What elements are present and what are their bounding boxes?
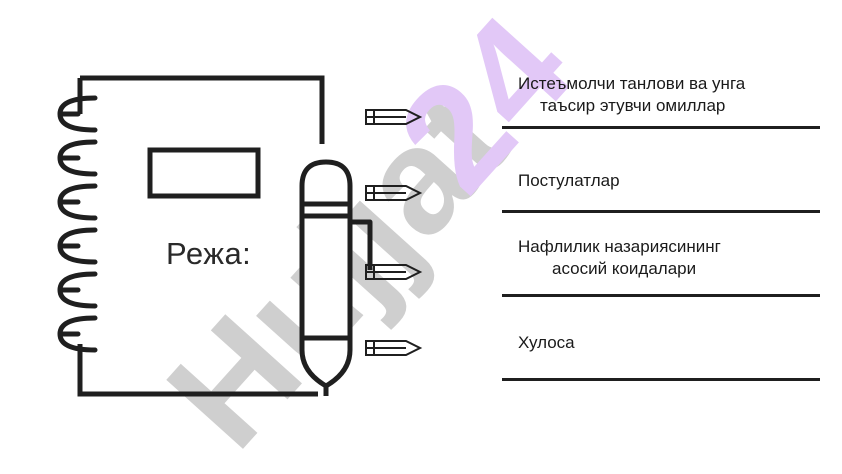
plan-item-3-underline xyxy=(502,294,820,297)
plan-item-2-underline xyxy=(502,210,820,213)
plan-item-4-line-1: Хулоса xyxy=(518,333,575,352)
plan-item-2: Постулатлар xyxy=(518,170,818,192)
notebook-icon xyxy=(57,75,325,397)
plan-item-3: Нафлилик назариясининг асосий коидалари xyxy=(518,236,818,280)
pencil-icon xyxy=(365,185,423,201)
plan-item-2-line-1: Постулатлар xyxy=(518,171,620,190)
plan-item-3-line-1: Нафлилик назариясининг xyxy=(518,237,721,256)
plan-item-4-underline xyxy=(502,378,820,381)
plan-item-4: Хулоса xyxy=(518,332,818,354)
plan-title: Режа: xyxy=(166,236,252,271)
pencil-icon xyxy=(365,264,423,280)
plan-item-1-line-1: Истеъмолчи танлови ва унга xyxy=(518,74,746,93)
pencil-icon xyxy=(365,109,423,125)
pencil-icon xyxy=(365,340,423,356)
plan-item-1: Истеъмолчи танлови ва унга таъсир этувчи… xyxy=(518,73,818,117)
plan-item-1-underline xyxy=(502,126,820,129)
plan-item-1-line-2: таъсир этувчи омиллар xyxy=(540,96,726,115)
pen-icon xyxy=(299,159,373,396)
plan-item-3-line-2: асосий коидалари xyxy=(552,259,697,278)
